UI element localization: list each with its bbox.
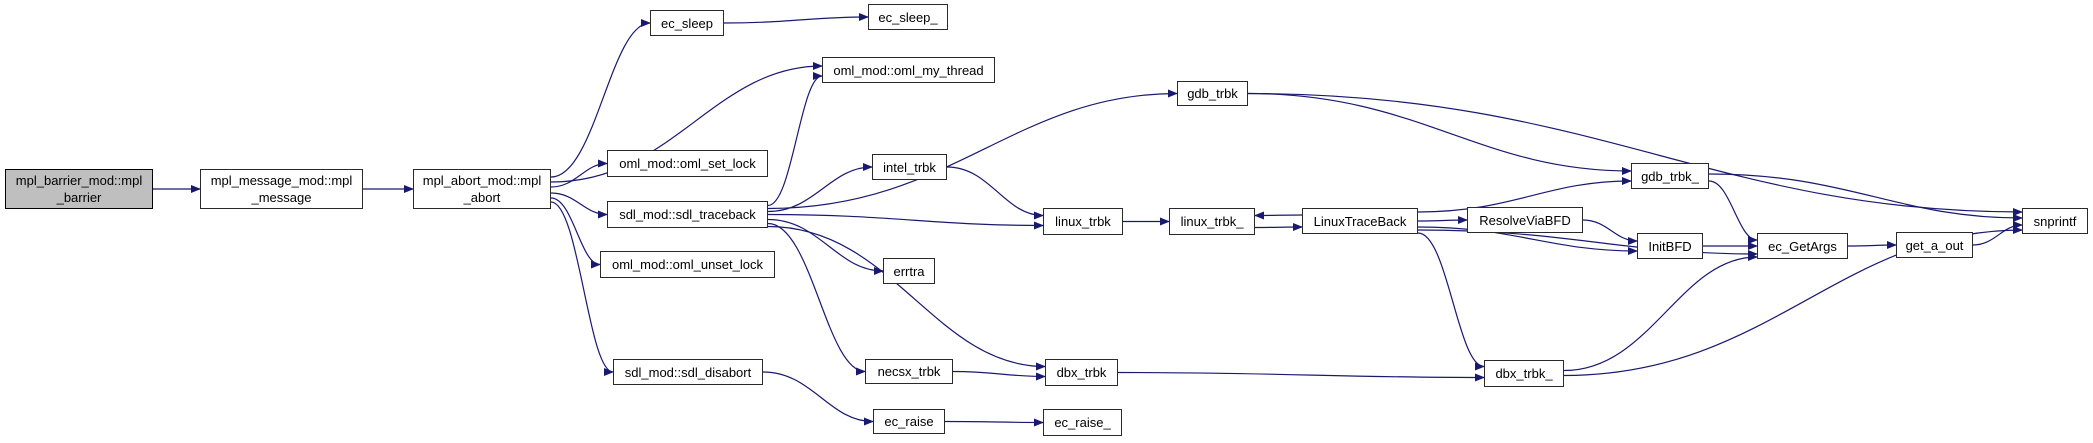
edge-sdl_traceback-to-intel_trbk — [767, 163, 873, 213]
edge-linux_trbk_-to-LinuxTraceBack — [1254, 223, 1303, 232]
edge-LinuxTraceBack-to-ec_GetArgs — [1417, 229, 1758, 258]
node-errtra[interactable]: errtra — [883, 258, 935, 284]
edge-LinuxTraceBack-to-gdb_trbk_ — [1417, 177, 1632, 213]
edge-mpl_abort-to-sdl_disabort — [550, 201, 614, 376]
edge-dbx_trbk-to-dbx_trbk_ — [1117, 371, 1485, 382]
node-oml_set_lock[interactable]: oml_mod::oml_set_lock — [607, 150, 768, 177]
edge-dbx_trbk_-to-ec_GetArgs — [1563, 253, 1758, 372]
node-intel_trbk[interactable]: intel_trbk — [872, 154, 947, 180]
node-oml_unset_lock[interactable]: oml_mod::oml_unset_lock — [600, 251, 775, 278]
edge-necsx_trbk-to-dbx_trbk — [952, 370, 1046, 381]
edge-sdl_traceback-to-errtra — [767, 218, 884, 275]
edge-mpl_abort-to-oml_unset_lock — [550, 197, 601, 269]
edge-ec_raise-to-ec_raise_ — [944, 418, 1044, 427]
edge-mpl_abort-to-oml_set_lock — [550, 159, 608, 188]
node-ec_raise_[interactable]: ec_raise_ — [1043, 409, 1122, 436]
edge-sdl_traceback-to-necsx_trbk — [767, 222, 866, 376]
node-get_a_out[interactable]: get_a_out — [1896, 232, 1973, 258]
node-mpl_barrier: mpl_barrier_mod::mpl _barrier — [5, 169, 153, 209]
node-sdl_traceback[interactable]: sdl_mod::sdl_traceback — [607, 201, 768, 228]
edge-LinuxTraceBack-to-linux_trbk_ — [1254, 211, 1303, 220]
node-linux_trbk_[interactable]: linux_trbk_ — [1169, 208, 1255, 235]
node-ResolveViaBFD[interactable]: ResolveViaBFD — [1467, 207, 1583, 233]
edge-LinuxTraceBack-to-dbx_trbk_ — [1417, 232, 1485, 371]
edge-LinuxTraceBack-to-ResolveViaBFD — [1417, 216, 1468, 225]
node-InitBFD[interactable]: InitBFD — [1637, 233, 1703, 259]
node-ec_sleep_[interactable]: ec_sleep_ — [868, 4, 948, 30]
edge-gdb_trbk_-to-snprintf — [1708, 173, 2023, 222]
edge-sdl_traceback-to-oml_my_thread — [767, 72, 823, 207]
edge-sdl_traceback-to-linux_trbk — [767, 213, 1044, 230]
node-gdb_trbk_[interactable]: gdb_trbk_ — [1631, 163, 1709, 189]
edge-ec_sleep-to-ec_sleep_ — [723, 13, 869, 24]
node-oml_my_thread[interactable]: oml_mod::oml_my_thread — [822, 57, 995, 83]
node-LinuxTraceBack[interactable]: LinuxTraceBack — [1302, 208, 1418, 234]
edge-intel_trbk-to-linux_trbk — [946, 166, 1044, 220]
edge-gdb_trbk_-to-ec_GetArgs — [1708, 180, 1758, 244]
edge-get_a_out-to-snprintf — [1972, 221, 2023, 246]
node-mpl_abort[interactable]: mpl_abort_mod::mpl _abort — [413, 169, 551, 209]
node-sdl_disabort[interactable]: sdl_mod::sdl_disabort — [613, 359, 763, 385]
edge-LinuxTraceBack-to-InitBFD — [1417, 226, 1638, 255]
edge-sdl_traceback-to-dbx_trbk — [767, 225, 1046, 371]
node-mpl_message[interactable]: mpl_message_mod::mpl _message — [200, 169, 363, 209]
edge-mpl_abort-to-ec_sleep — [550, 19, 651, 178]
edge-gdb_trbk-to-gdb_trbk_ — [1247, 92, 1632, 175]
edge-mpl_abort-to-sdl_traceback — [550, 192, 608, 219]
node-linux_trbk[interactable]: linux_trbk — [1043, 208, 1123, 235]
edge-gdb_trbk-to-snprintf — [1247, 92, 2023, 216]
node-ec_sleep[interactable]: ec_sleep — [650, 10, 724, 36]
node-snprintf[interactable]: snprintf — [2022, 208, 2088, 234]
edge-mpl_abort-to-oml_my_thread — [550, 62, 823, 183]
edge-ResolveViaBFD-to-InitBFD — [1582, 219, 1638, 245]
edge-sdl_traceback-to-gdb_trbk — [767, 89, 1178, 210]
edge-ec_GetArgs-to-get_a_out — [1847, 241, 1897, 250]
node-dbx_trbk[interactable]: dbx_trbk — [1045, 359, 1118, 386]
edge-sdl_disabort-to-ec_raise — [762, 371, 874, 426]
node-dbx_trbk_[interactable]: dbx_trbk_ — [1484, 360, 1564, 387]
node-necsx_trbk[interactable]: necsx_trbk — [865, 359, 953, 384]
node-gdb_trbk[interactable]: gdb_trbk — [1177, 81, 1248, 106]
node-ec_GetArgs[interactable]: ec_GetArgs — [1757, 233, 1848, 259]
node-ec_raise[interactable]: ec_raise — [873, 409, 945, 434]
